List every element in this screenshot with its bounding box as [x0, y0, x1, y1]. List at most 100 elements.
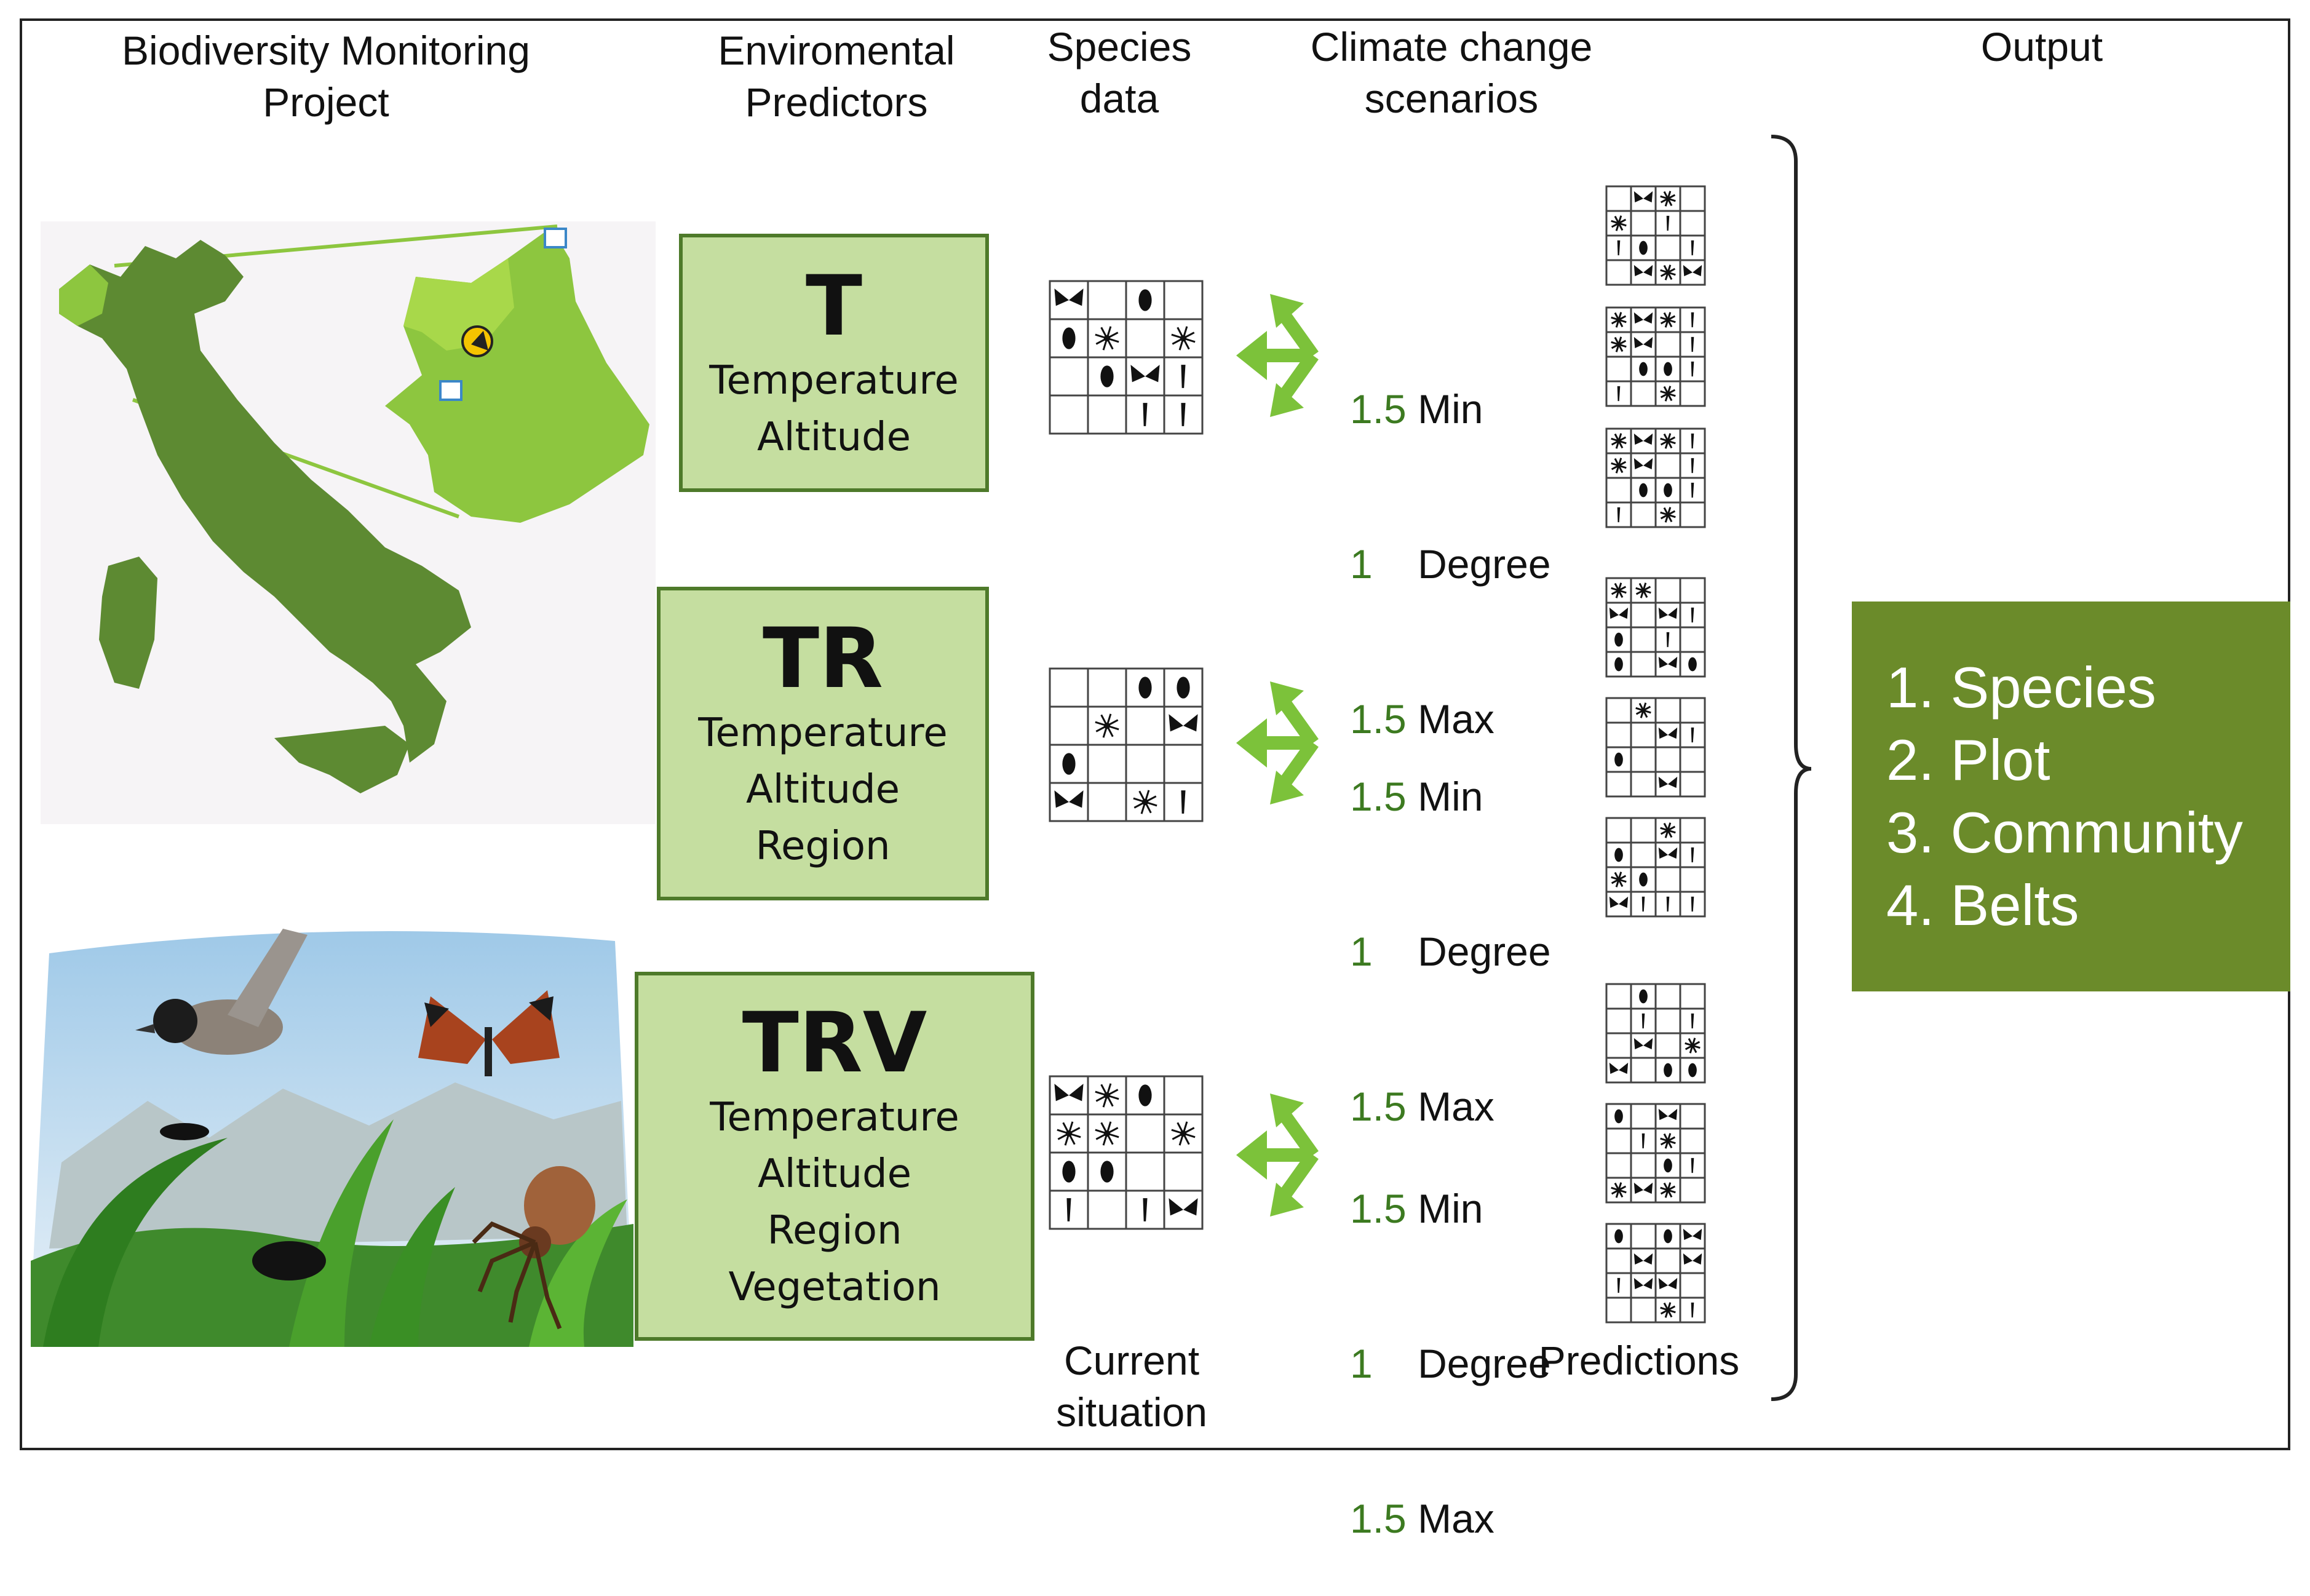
beetle-icon	[1639, 872, 1648, 887]
scenario-number: 1.5	[1350, 1496, 1407, 1541]
spider-icon	[1095, 713, 1119, 738]
beetle-icon	[1664, 483, 1672, 498]
spider-icon	[1095, 1121, 1119, 1146]
spider-icon	[1660, 1133, 1676, 1149]
spider-icon	[1660, 822, 1676, 838]
scenario-number: 1.5	[1350, 1084, 1407, 1129]
header-climate-line1: Climate change	[1310, 24, 1593, 69]
butterfly-icon	[1658, 727, 1678, 739]
output-box: 1. Species 2. Plot 3. Community 4. Belts	[1852, 601, 2290, 991]
insect-icon	[1641, 1013, 1645, 1029]
caption-predictions: Predictions	[1538, 1338, 1740, 1383]
beetle-icon	[1614, 632, 1623, 647]
scenario-block: 1.5 Min 1 Degree 1.5 Max	[1350, 667, 1551, 1184]
model-predictor: Temperature	[709, 358, 959, 403]
model-box-trv: TRV Temperature Altitude Region Vegetati…	[635, 972, 1034, 1341]
spider-icon	[1660, 264, 1676, 280]
header-project: Biodiversity Monitoring Project	[98, 25, 554, 128]
beetle-icon	[1639, 989, 1648, 1004]
beetle-icon	[1614, 657, 1623, 672]
butterfly-icon	[1683, 264, 1702, 277]
scenario-label: Max	[1418, 696, 1494, 742]
insect-icon	[1143, 403, 1148, 426]
insect-icon	[1691, 361, 1694, 377]
header-predictors: Enviromental Predictors	[677, 25, 996, 128]
insect-icon	[1691, 896, 1694, 912]
scenario-number: 1.5	[1350, 386, 1407, 432]
spider-icon	[1660, 191, 1676, 207]
spider-icon	[1685, 1038, 1701, 1054]
spider-icon	[1057, 1121, 1081, 1146]
butterfly-icon	[1609, 1062, 1629, 1074]
header-species: Species data	[1015, 21, 1224, 124]
model-predictor: Altitude	[756, 415, 911, 460]
spider-icon	[1095, 326, 1119, 351]
butterfly-icon	[1658, 656, 1678, 669]
butterfly-icon	[1609, 896, 1629, 908]
arrows-icon	[1236, 294, 1319, 417]
butterfly-icon	[1658, 847, 1678, 859]
species-grid-prediction	[1605, 983, 1706, 1084]
insect-icon	[1691, 312, 1694, 328]
model-predictor: Altitude	[757, 1151, 912, 1197]
butterfly-icon	[1633, 191, 1653, 203]
insect-icon	[1617, 1277, 1621, 1293]
header-climate-line2: scenarios	[1364, 76, 1539, 121]
caption-current-line1: Current	[1063, 1338, 1200, 1383]
scenario-row: 1 Degree	[1350, 538, 1551, 590]
insect-icon	[1641, 1133, 1645, 1149]
beetle-icon	[1639, 240, 1648, 255]
insect-icon	[1691, 1302, 1694, 1318]
spider-icon	[1611, 582, 1627, 598]
header-project-line1: Biodiversity Monitoring	[122, 28, 530, 73]
butterfly-icon	[1609, 607, 1629, 619]
insect-icon	[1691, 1157, 1694, 1173]
caption-current-line2: situation	[1056, 1389, 1207, 1435]
scenario-number: 1	[1350, 1341, 1373, 1386]
model-box-tr: TR Temperature Altitude Region	[657, 587, 989, 900]
beetle-icon	[1138, 289, 1152, 311]
spider-icon	[1133, 790, 1157, 814]
scenario-row: 1 Degree	[1350, 1338, 1551, 1389]
beetle-icon	[1688, 1063, 1697, 1078]
beetle-icon	[1688, 657, 1697, 672]
spider-icon	[1660, 433, 1676, 449]
insect-icon	[1691, 847, 1694, 863]
output-item: 1. Species	[1886, 655, 2156, 720]
model-box-t: T Temperature Altitude	[679, 234, 989, 492]
scenario-label: Degree	[1418, 929, 1551, 974]
butterfly-icon	[1633, 1253, 1653, 1265]
butterfly-icon	[1054, 288, 1084, 306]
species-grid-prediction	[1605, 817, 1706, 918]
beetle-icon	[1062, 1161, 1076, 1183]
beetle-icon	[1614, 1109, 1623, 1124]
beetle-icon	[1664, 1158, 1672, 1173]
spider-icon	[1611, 1182, 1627, 1198]
species-grid-current	[1049, 280, 1204, 435]
scenario-number: 1.5	[1350, 774, 1407, 819]
scenario-row: 1.5 Min	[1350, 771, 1551, 822]
spider-icon	[1611, 336, 1627, 352]
spider-icon	[1611, 312, 1627, 328]
spider-icon	[1660, 507, 1676, 523]
insect-icon	[1641, 896, 1645, 912]
spider-icon	[1660, 312, 1676, 328]
species-grid-prediction	[1605, 306, 1706, 407]
insect-icon	[1666, 896, 1670, 912]
output-item: 2. Plot	[1886, 728, 2050, 792]
spider-icon	[1635, 582, 1651, 598]
scenario-row: 1.5 Max	[1350, 1081, 1551, 1132]
spider-icon	[1611, 215, 1627, 231]
spider-icon	[1171, 1121, 1196, 1146]
insects-and-bird-illustration	[31, 929, 633, 1347]
header-project-line2: Project	[263, 79, 389, 125]
butterfly-icon	[1633, 1182, 1653, 1194]
scenario-label: Degree	[1418, 541, 1551, 587]
spider-icon	[1660, 1182, 1676, 1198]
beetle-icon	[1138, 677, 1152, 699]
insect-icon	[1691, 458, 1694, 474]
output-item: 3. Community	[1886, 800, 2243, 865]
scenario-number: 1	[1350, 929, 1373, 974]
header-predictors-line1: Enviromental	[718, 28, 955, 73]
spider-icon	[1635, 702, 1651, 718]
